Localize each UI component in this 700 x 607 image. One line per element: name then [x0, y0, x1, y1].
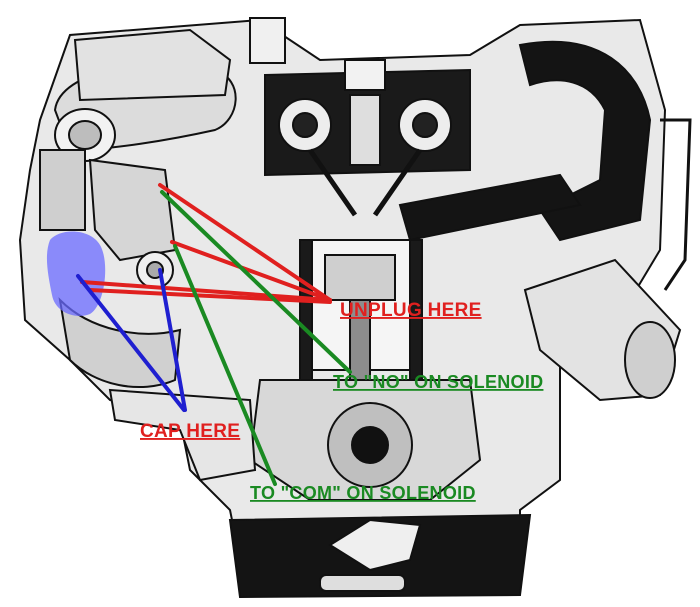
red-line-2 — [170, 240, 332, 302]
green-line-com — [173, 244, 277, 486]
cylinder-head — [264, 59, 471, 217]
crankcase — [248, 379, 482, 501]
exhaust-runner — [398, 173, 582, 242]
oil-filter — [523, 118, 692, 402]
cylinder-piston — [299, 239, 423, 381]
exhaust-manifold — [518, 40, 652, 242]
highlighted-valve-area — [46, 231, 106, 316]
red-line-4 — [88, 288, 332, 304]
cap-here-label: CAP HERE — [140, 421, 240, 442]
unplug-lines — [80, 183, 332, 304]
cap-lines — [76, 268, 187, 412]
engine-cutaway-drawing — [18, 17, 692, 599]
unplug-here-label: UNPLUG HERE — [340, 300, 482, 321]
oil-pan — [228, 513, 532, 599]
red-line-3 — [80, 280, 332, 302]
to-com-on-solenoid-label: TO "COM" ON SOLENOID — [250, 483, 476, 503]
green-line-no — [160, 190, 352, 374]
solenoid-lines — [160, 190, 352, 486]
blue-line-2 — [158, 268, 187, 412]
to-no-on-solenoid-label: TO "NO" ON SOLENOID — [333, 372, 543, 392]
blue-line-1 — [76, 274, 186, 412]
red-line-1 — [158, 183, 332, 302]
lower-bracket — [108, 388, 257, 482]
